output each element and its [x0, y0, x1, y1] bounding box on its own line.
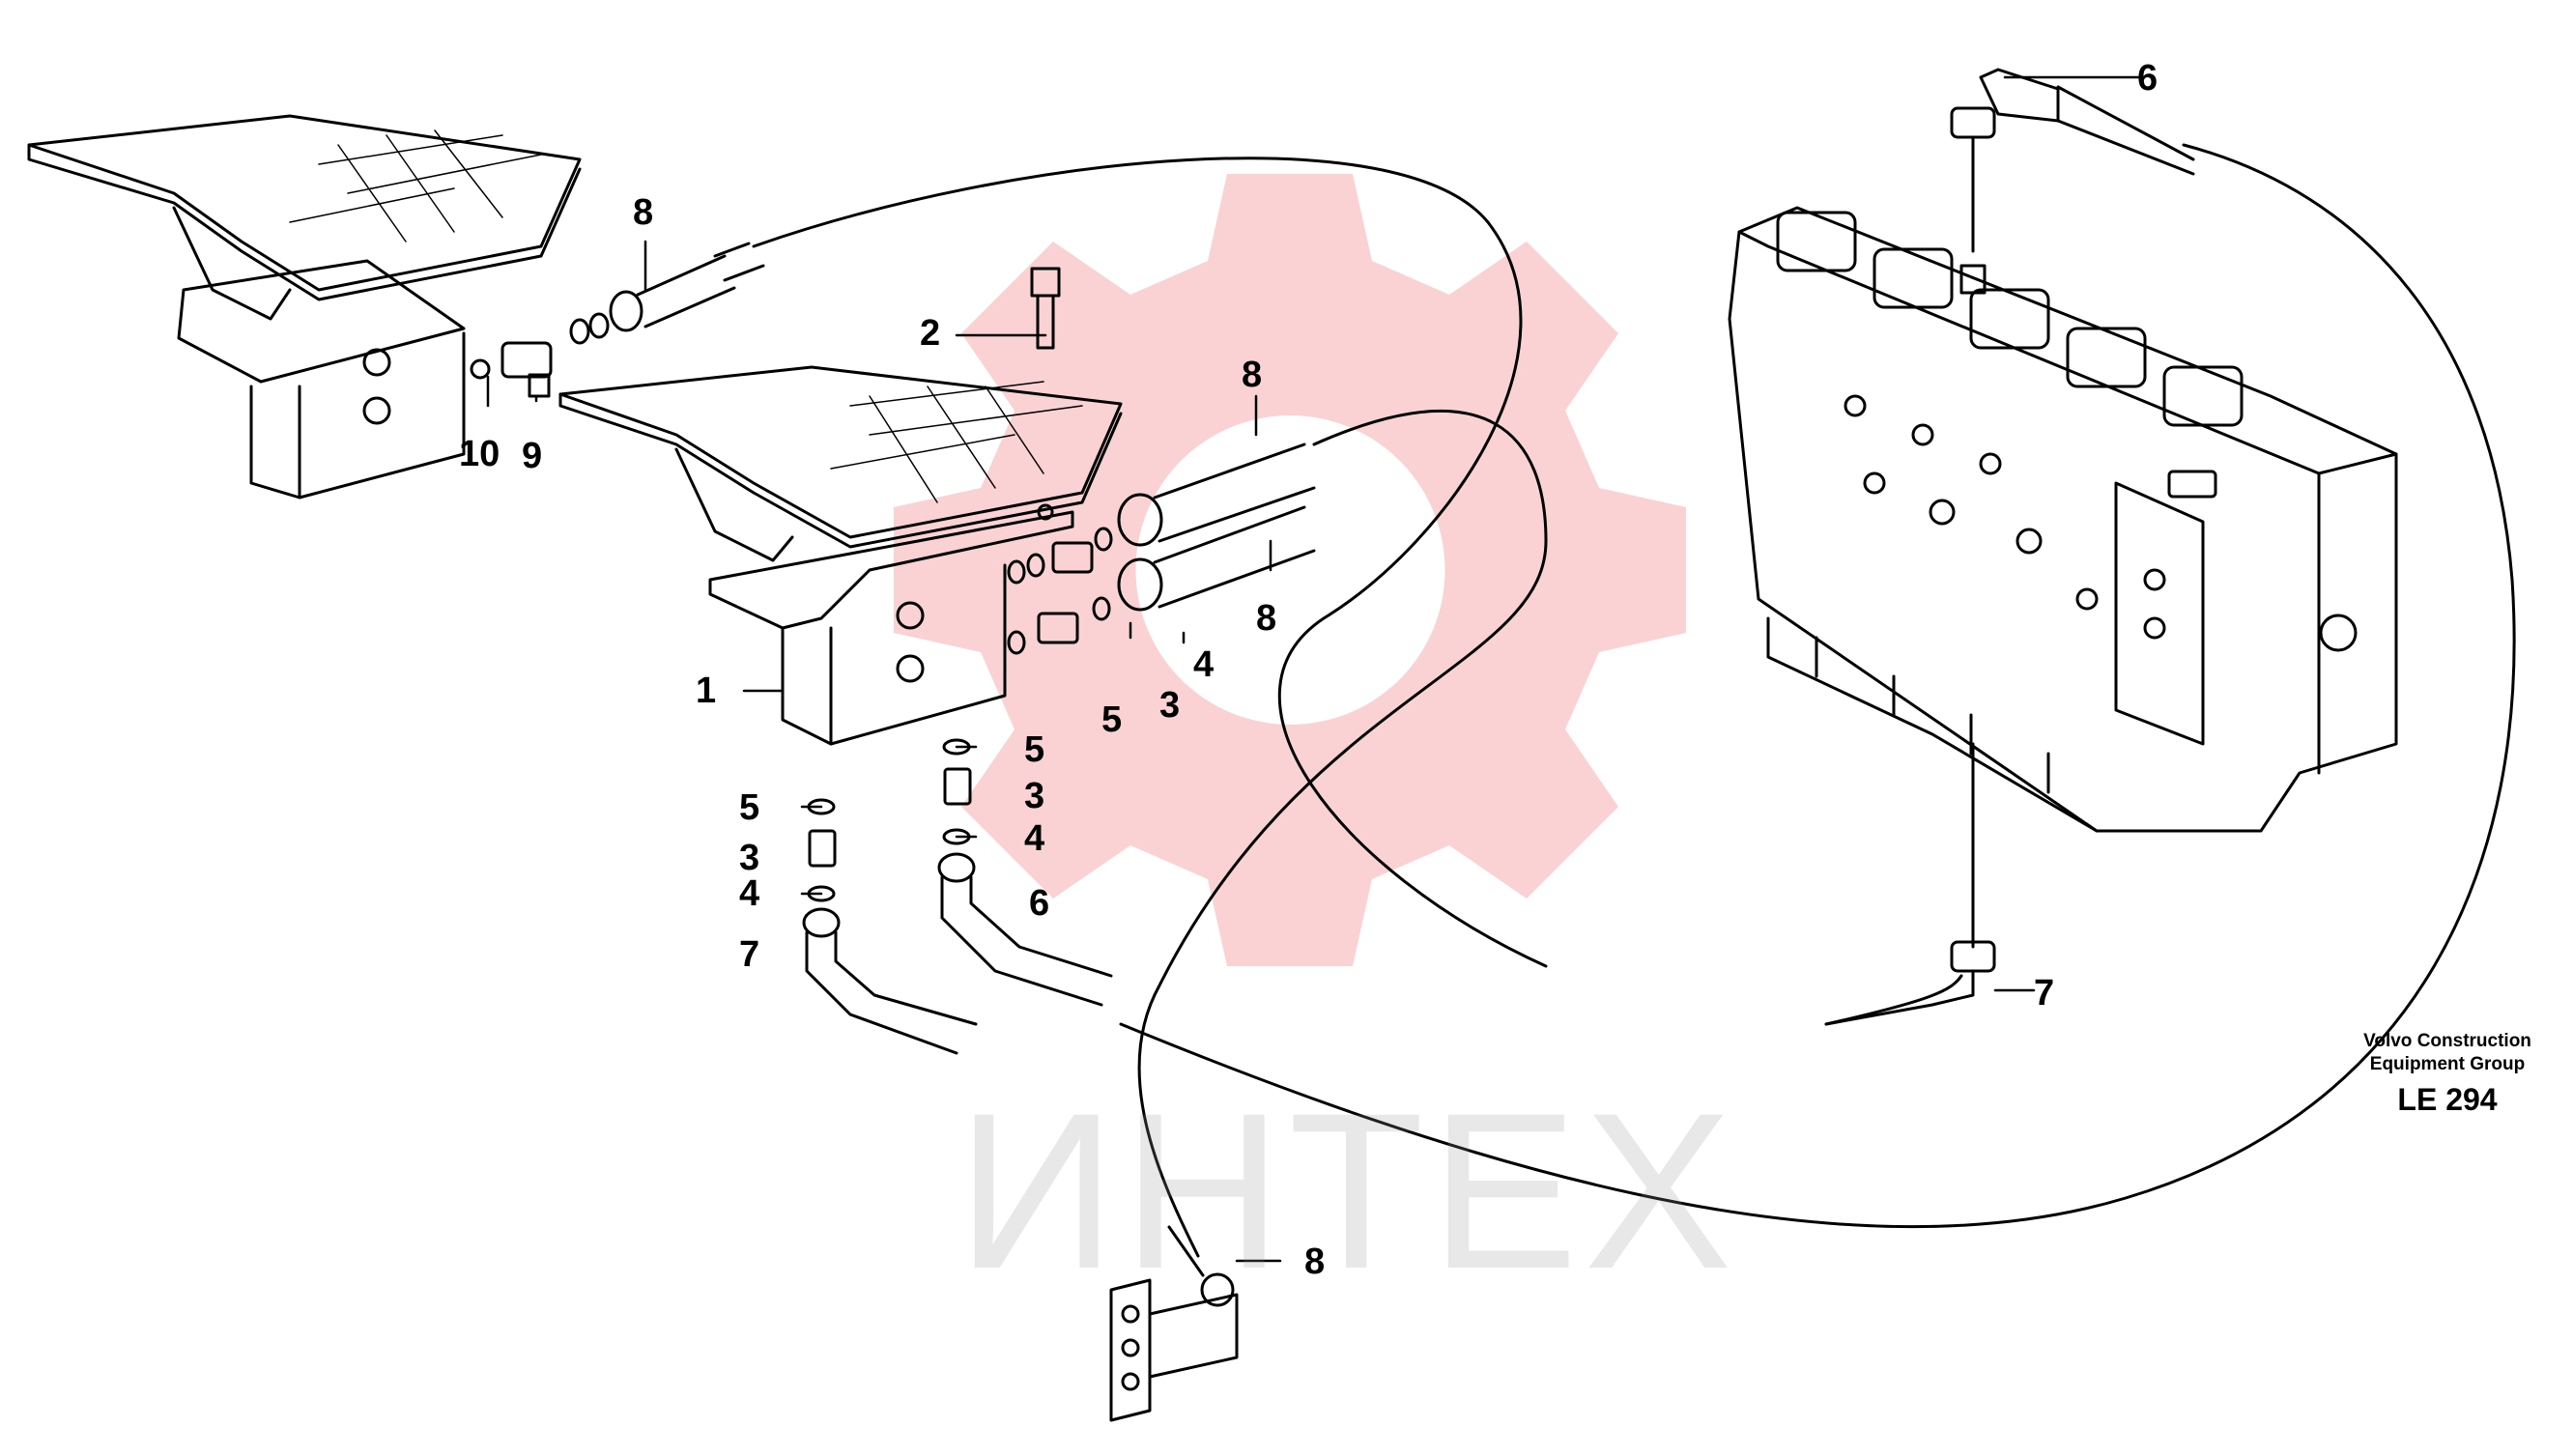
- bottom-bracket: [1109, 1225, 1239, 1422]
- callout-6-right: 6: [2137, 58, 2158, 99]
- callout-3-lower-center: 3: [1024, 776, 1044, 816]
- center-pedal-assembly: [558, 365, 1123, 746]
- left-hose: [609, 242, 765, 332]
- caption-line-2: Equipment Group: [2369, 1054, 2526, 1074]
- callout-6-lower: 6: [1029, 883, 1049, 924]
- callout-3-center: 3: [1159, 685, 1180, 726]
- callout-7-lower-left: 7: [739, 934, 759, 975]
- callout-5-lower-center: 5: [1024, 729, 1044, 770]
- callout-9: 9: [522, 436, 542, 476]
- leader-lines: [486, 75, 2142, 1263]
- center-lower-fittings: [1007, 505, 1316, 655]
- callout-3-lower-left: 3: [739, 838, 759, 878]
- left-pedal-assembly: [27, 114, 582, 500]
- left-tee-fitting: [470, 312, 610, 398]
- callout-1: 1: [696, 671, 716, 711]
- diagram-caption: Volvo Construction Equipment Group LE 29…: [2341, 1030, 2554, 1119]
- callout-4-lower-left: 4: [739, 873, 759, 914]
- callout-8-bottom: 8: [1304, 1242, 1325, 1282]
- callout-labels: 1 2 3 3 3 4 4 4 5 5 5 6 6 7 7 8 8 8 8 9 …: [459, 58, 2158, 1282]
- hose-routing: [752, 143, 2516, 1258]
- diagram-code: LE 294: [2397, 1082, 2498, 1117]
- callout-5-center: 5: [1101, 699, 1122, 740]
- right-valve-fittings: [1824, 68, 2195, 1026]
- caption-line-1: Volvo Construction: [2363, 1031, 2531, 1051]
- callout-8-center-upper: 8: [1242, 355, 1262, 395]
- callout-5-lower-left: 5: [739, 787, 759, 828]
- callout-8-center-lower: 8: [1256, 598, 1276, 639]
- lower-center-fittings: [937, 738, 1113, 1007]
- callout-4-lower-center: 4: [1024, 818, 1044, 859]
- control-valve-block: [1728, 206, 2398, 833]
- callout-2: 2: [920, 313, 940, 354]
- callout-4-center: 4: [1193, 644, 1214, 685]
- callout-8-left: 8: [633, 192, 653, 233]
- watermark-gear-logo: [894, 174, 1686, 966]
- callout-10: 10: [459, 434, 500, 474]
- bolt: [1030, 267, 1061, 350]
- callout-7-right: 7: [2034, 973, 2054, 1013]
- center-upper-fittings: [1007, 443, 1316, 585]
